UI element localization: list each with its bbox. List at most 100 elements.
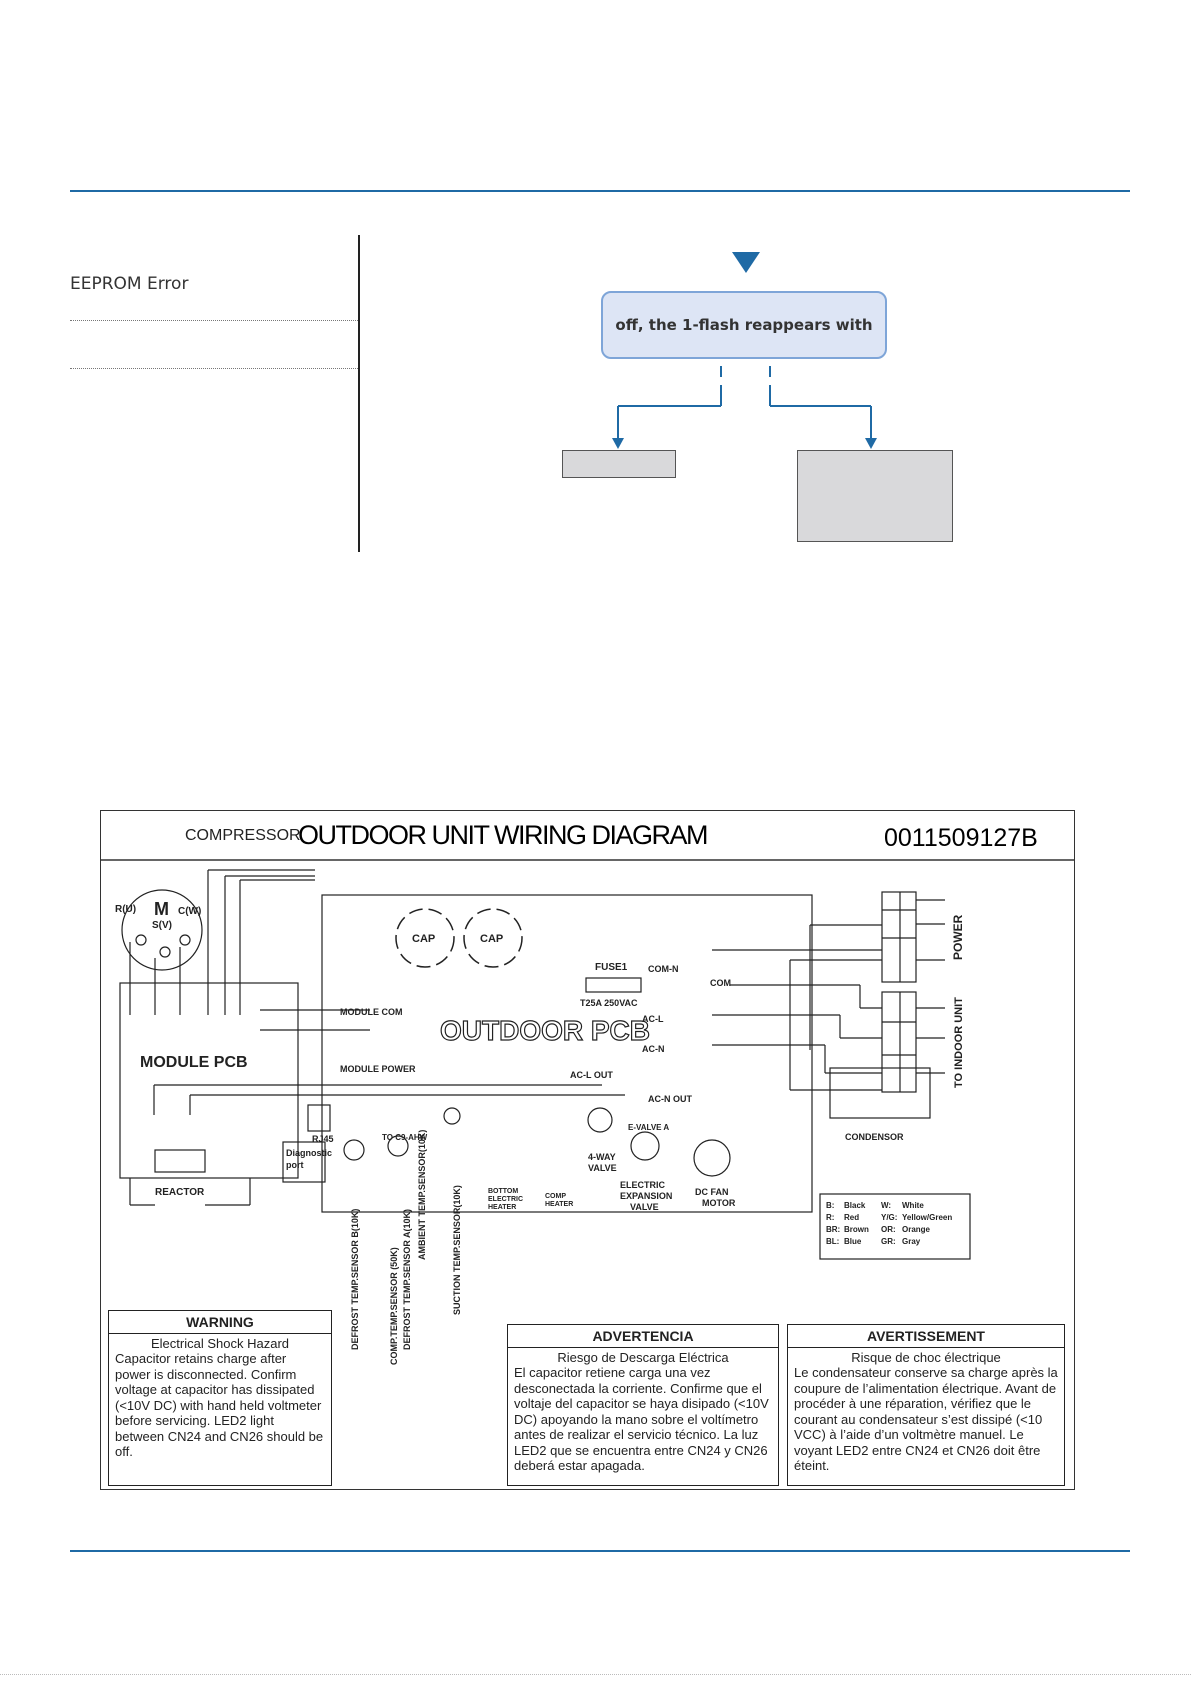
svg-text:Gray: Gray (902, 1237, 921, 1246)
warning-box-fr: AVERTISSEMENT Risque de choc électrique … (787, 1324, 1065, 1486)
dotted-divider (70, 320, 360, 321)
dotted-divider (70, 368, 360, 369)
color-legend (819, 1193, 971, 1260)
label-power: POWER (951, 914, 965, 960)
warning-heading: ADVERTENCIA (508, 1325, 778, 1348)
fan-motor (693, 1139, 731, 1177)
capacitor-2 (463, 908, 523, 968)
label-motor: M (154, 899, 169, 919)
svg-text:COMP: COMP (545, 1193, 566, 1200)
svg-text:SUCTION TEMP.SENSOR(10K): SUCTION TEMP.SENSOR(10K) (452, 1185, 462, 1315)
svg-text:BL:: BL: (826, 1237, 839, 1246)
svg-text:DC FAN: DC FAN (695, 1187, 729, 1197)
svg-text:VALVE: VALVE (630, 1202, 659, 1212)
svg-text:EXPANSION: EXPANSION (620, 1191, 672, 1201)
warning-body: Capacitor retains charge after power is … (115, 1351, 324, 1459)
svg-text:port: port (286, 1160, 304, 1170)
outdoor-pcb-outline (321, 894, 813, 1213)
diagnostic-port (282, 1141, 326, 1183)
label-fuse: FUSE1 (595, 962, 628, 973)
footer-rule (70, 1550, 1130, 1552)
warning-box-es: ADVERTENCIA Riesgo de Descarga Eléctrica… (507, 1324, 779, 1486)
warning-body: Le condensateur conserve sa charge après… (794, 1365, 1058, 1473)
warning-subheading: Electrical Shock Hazard (151, 1336, 289, 1351)
svg-text:HEATER: HEATER (488, 1204, 516, 1211)
rj45-port (307, 1104, 331, 1132)
warning-heading: WARNING (109, 1311, 331, 1334)
svg-text:VALVE: VALVE (588, 1163, 617, 1173)
svg-text:E-VALVE A: E-VALVE A (628, 1123, 669, 1132)
svg-text:OR:: OR: (881, 1225, 896, 1234)
svg-text:S(V): S(V) (152, 920, 172, 931)
module-pcb-outline (119, 982, 299, 1179)
svg-text:AC-L OUT: AC-L OUT (570, 1070, 613, 1080)
svg-text:R(U): R(U) (115, 904, 136, 915)
svg-text:DEFROST TEMP.SENSOR B(10K): DEFROST TEMP.SENSOR B(10K) (350, 1209, 360, 1350)
svg-text:GR:: GR: (881, 1237, 896, 1246)
svg-text:HEATER: HEATER (545, 1201, 573, 1208)
vertical-divider (358, 235, 360, 552)
svg-text:COM-N: COM-N (648, 964, 679, 974)
down-arrow-icon (732, 252, 760, 273)
svg-text:COM: COM (710, 978, 731, 988)
flowchart-result-box-right (797, 450, 953, 542)
flowchart (612, 252, 877, 449)
svg-text:Orange: Orange (902, 1225, 931, 1234)
svg-text:COMP.TEMP.SENSOR (50K): COMP.TEMP.SENSOR (50K) (389, 1247, 399, 1365)
warning-subheading: Riesgo de Descarga Eléctrica (557, 1350, 729, 1365)
flowchart-result-box-left (562, 450, 676, 478)
svg-text:RJ45: RJ45 (312, 1134, 334, 1144)
expansion-valve-motor (630, 1131, 660, 1161)
svg-text:BOTTOM: BOTTOM (488, 1188, 518, 1195)
page-footer (0, 1674, 1191, 1686)
warning-subheading: Risque de choc électrique (851, 1350, 1001, 1365)
svg-text:Blue: Blue (844, 1237, 862, 1246)
condensor-box (829, 1067, 931, 1119)
four-way-valve (587, 1107, 613, 1133)
svg-text:ELECTRIC: ELECTRIC (620, 1180, 666, 1190)
power-terminal (881, 891, 917, 983)
flowchart-step-text: off, the 1-flash reappears with (615, 316, 873, 334)
diagram-code: 0011509127B (884, 824, 1038, 852)
arrowhead-icon (612, 438, 624, 449)
svg-text:BR:: BR: (826, 1225, 840, 1234)
svg-text:Black: Black (844, 1201, 866, 1210)
svg-text:CONDENSOR: CONDENSOR (845, 1132, 904, 1142)
svg-text:C(W): C(W) (178, 906, 201, 917)
flowchart-step-box: off, the 1-flash reappears with (601, 291, 887, 359)
label-cap-1: CAP (412, 933, 435, 945)
svg-text:MODULE COM: MODULE COM (340, 1007, 403, 1017)
reactor (154, 1149, 206, 1173)
svg-text:AC-N OUT: AC-N OUT (648, 1094, 692, 1104)
diagram-title: OUTDOOR UNIT WIRING DIAGRAM (298, 820, 707, 850)
arrowhead-icon (865, 438, 877, 449)
label-cap-2: CAP (480, 933, 503, 945)
svg-text:AMBIENT TEMP.SENSOR(10K): AMBIENT TEMP.SENSOR(10K) (417, 1130, 427, 1260)
indoor-terminal (881, 991, 917, 1093)
svg-text:Brown: Brown (844, 1225, 869, 1234)
capacitor-1 (395, 908, 455, 968)
svg-text:MOTOR: MOTOR (702, 1198, 736, 1208)
svg-text:MODULE POWER: MODULE POWER (340, 1064, 416, 1074)
error-title: EEPROM Error (70, 274, 189, 294)
svg-text:Red: Red (844, 1213, 859, 1222)
svg-text:Diagnostic: Diagnostic (286, 1148, 332, 1158)
svg-text:TO C9-AHW: TO C9-AHW (382, 1133, 428, 1142)
warning-body: El capacitor retiene carga una vez desco… (514, 1365, 769, 1473)
legend-entries: B:Black W:White R:Red Y/G:Yellow/Green B… (826, 1201, 952, 1246)
warning-box-en: WARNING Electrical Shock Hazard Capacito… (108, 1310, 332, 1486)
header-rule (70, 190, 1130, 192)
svg-text:B:: B: (826, 1201, 834, 1210)
label-module-pcb: MODULE PCB (140, 1054, 248, 1071)
svg-text:ELECTRIC: ELECTRIC (488, 1196, 523, 1203)
svg-text:4-WAY: 4-WAY (588, 1152, 616, 1162)
svg-text:T25A 250VAC: T25A 250VAC (580, 998, 638, 1008)
svg-text:AC-N: AC-N (642, 1044, 665, 1054)
warning-heading: AVERTISSEMENT (788, 1325, 1064, 1348)
wiring-diagram: OUTDOOR UNIT WIRING DIAGRAM 0011509127B (100, 820, 1075, 1365)
svg-text:White: White (902, 1201, 924, 1210)
compressor-motor (121, 889, 203, 971)
label-outdoor-pcb: OUTDOOR PCB (440, 1015, 650, 1046)
svg-text:Yellow/Green: Yellow/Green (902, 1213, 952, 1222)
svg-text:AC-L: AC-L (642, 1014, 664, 1024)
